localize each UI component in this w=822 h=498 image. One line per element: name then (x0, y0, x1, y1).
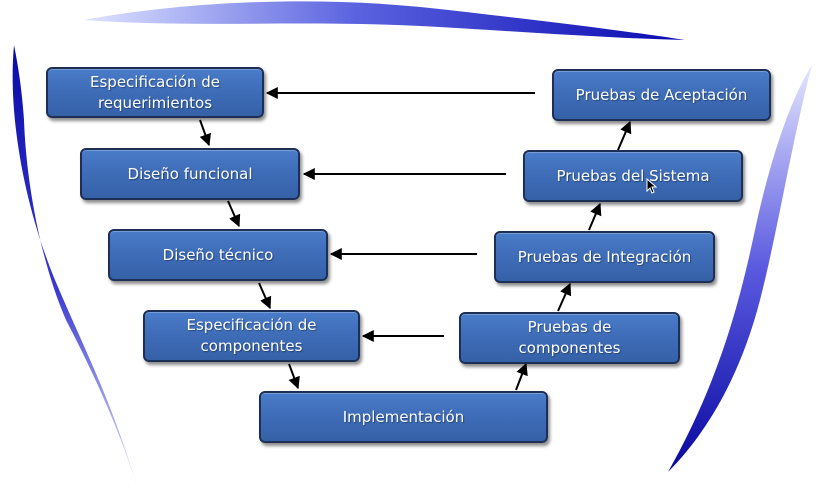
top-swoosh (84, 1, 685, 40)
box-pruebas-componentes-label: Pruebas de componentes (518, 318, 621, 357)
arrow-req-to-funcional (199, 119, 211, 147)
arrow-especificacion-to-implementacion (288, 363, 300, 390)
box-diseno-tecnico: Diseño técnico (108, 229, 328, 281)
box-especificacion-requerimientos-label: Especificación de requerimientos (90, 72, 220, 112)
box-especificacion-requerimientos: Especificación de requerimientos (46, 67, 264, 118)
box-implementacion-label: Implementación (342, 407, 465, 426)
mouse-cursor-icon (646, 178, 658, 194)
arrow-implementacion-to-pcomp (515, 362, 528, 391)
box-pruebas-aceptacion-label: Pruebas de Aceptación (575, 85, 748, 104)
arrow-tecnico-to-especificacion (258, 282, 272, 310)
box-implementacion: Implementación (259, 391, 548, 443)
box-diseno-tecnico-label: Diseño técnico (162, 245, 274, 264)
box-pruebas-sistema-label: Pruebas del Sistema (556, 166, 710, 185)
box-pruebas-integracion: Pruebas de Integración (494, 231, 715, 283)
box-pruebas-sistema: Pruebas del Sistema (523, 150, 743, 202)
arrow-sistema-to-aceptacion (617, 120, 632, 151)
box-especificacion-componentes: Especificación de componentes (143, 310, 360, 362)
box-pruebas-aceptacion: Pruebas de Aceptación (552, 69, 771, 121)
box-diseno-funcional-label: Diseño funcional (127, 164, 253, 183)
arrow-funcional-to-tecnico (227, 200, 241, 228)
box-pruebas-integracion-label: Pruebas de Integración (517, 247, 692, 266)
box-diseno-funcional: Diseño funcional (80, 148, 300, 200)
arrow-pcomp-to-integracion (557, 282, 572, 312)
right-swoosh (668, 65, 812, 472)
box-pruebas-componentes: Pruebas de componentes (459, 312, 680, 364)
box-especificacion-componentes-label: Especificación de componentes (186, 316, 317, 355)
arrow-integracion-to-sistema (588, 202, 602, 231)
